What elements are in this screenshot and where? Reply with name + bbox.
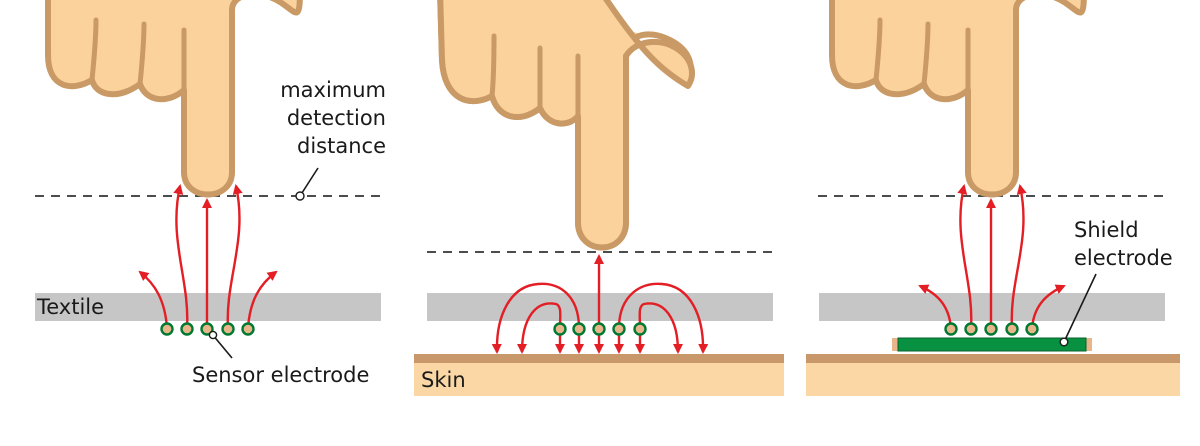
- leader-end-dot: [1059, 337, 1069, 347]
- max-distance-label: maximum detection distance: [254, 76, 386, 160]
- field-line: [173, 184, 189, 329]
- field-line: [638, 302, 684, 355]
- sensor-electrodes: [553, 322, 647, 336]
- sensor-electrodes: [944, 322, 1039, 336]
- skin-label: Skin: [421, 368, 466, 392]
- electrode-dot-icon: [221, 322, 235, 336]
- field-lines: [491, 253, 709, 355]
- leader-end-dot: [295, 191, 305, 201]
- electrode-dot-icon: [1025, 322, 1039, 336]
- sensor-electrodes: [160, 322, 255, 336]
- field-line: [491, 282, 581, 355]
- electrode-dot-icon: [964, 322, 978, 336]
- pointing-finger-icon: [829, 0, 1087, 198]
- electrode-dot-icon: [572, 322, 586, 336]
- pointing-finger-icon: [45, 0, 303, 198]
- panel-2: [414, 0, 784, 396]
- field-lines: [138, 184, 278, 329]
- sensor-electrode-label: Sensor electrode: [192, 363, 370, 387]
- electrode-dot-icon: [160, 322, 174, 336]
- shield-label-line: electrode: [1074, 246, 1173, 270]
- electrode-dot-icon: [984, 322, 998, 336]
- electrode-dot-icon: [553, 322, 567, 336]
- leader-end-dot: [208, 330, 218, 340]
- electrode-dot-icon: [592, 322, 606, 336]
- textile-label: Textile: [37, 295, 105, 319]
- field-lines: [918, 184, 1066, 329]
- field-line: [617, 282, 709, 355]
- field-line: [516, 302, 562, 355]
- shield-leader: [1063, 273, 1097, 343]
- max-distance-label-line: detection: [286, 106, 386, 130]
- max-distance-leader: [299, 167, 319, 197]
- shield-electrode: [897, 337, 1087, 352]
- electrode-dot-icon: [1005, 322, 1019, 336]
- electrode-dot-icon: [200, 322, 214, 336]
- field-line: [957, 184, 973, 329]
- shield-label-line: Shield: [1074, 218, 1139, 242]
- panel-1: [35, 0, 385, 359]
- field-line: [1010, 184, 1027, 329]
- shield-electrode-label: Shield electrode: [1074, 216, 1173, 272]
- skin-surface: [806, 354, 1180, 363]
- electrode-dot-icon: [633, 322, 647, 336]
- electrode-dot-icon: [612, 322, 626, 336]
- panel-3: [806, 0, 1180, 396]
- max-distance-label-line: distance: [297, 134, 386, 158]
- field-line: [246, 270, 278, 329]
- pointing-finger-icon: [437, 0, 695, 251]
- max-distance-label-line: maximum: [280, 78, 386, 102]
- electrode-dot-icon: [944, 322, 958, 336]
- field-line: [226, 184, 243, 329]
- field-line: [138, 270, 169, 329]
- electrode-dot-icon: [180, 322, 194, 336]
- electrode-dot-icon: [241, 322, 255, 336]
- skin-surface: [414, 354, 784, 363]
